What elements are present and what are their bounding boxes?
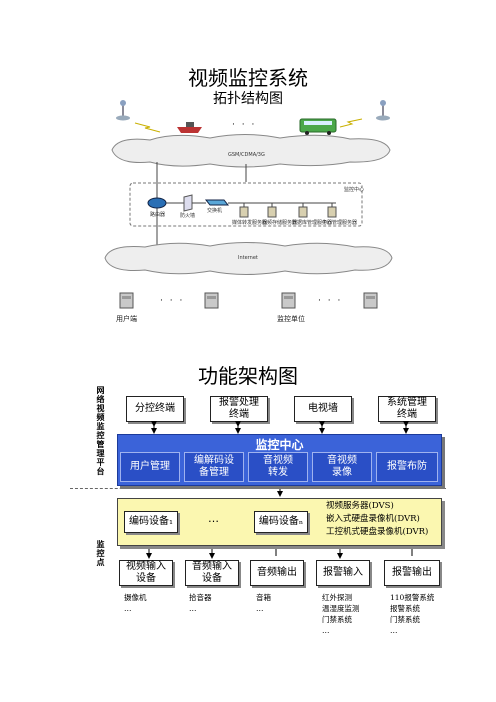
alarm-terminal: 报警处理 终端: [210, 396, 268, 422]
wireless-signal-icon: [134, 122, 161, 133]
module-av-recording: 音视频 录像: [312, 452, 372, 482]
monitor-center-area: [129, 182, 363, 227]
topology-diagram: [104, 100, 393, 309]
firewall-icon: [183, 194, 193, 212]
cloud-bottom-icon: [104, 242, 393, 275]
computer-icon: [281, 292, 296, 309]
encoder-device-1: 编码设备₁: [124, 511, 178, 533]
cloud-top-label: GSM/CDMA/3G: [228, 152, 265, 158]
monitor-center-label: 监控中心: [344, 187, 365, 193]
ellipsis-bottom-left: · · ·: [160, 296, 185, 306]
functional-title: 功能架构图: [198, 364, 298, 388]
module-alarm-arming: 报警布防: [376, 452, 438, 482]
note-alarm-input: 红外探测 温湿度监测 门禁系统 …: [322, 593, 360, 635]
topology-subtitle: 拓扑结构图: [213, 91, 283, 107]
platform-label: 网络视频监控管理平台: [96, 386, 106, 476]
bottom-left-label: 用户端: [116, 315, 137, 323]
audio-output: 音频输出: [250, 560, 304, 586]
alarm-input: 报警输入: [316, 560, 370, 586]
video-input-device: 视频输入 设备: [119, 560, 173, 586]
tv-wall: 电视墙: [294, 396, 352, 422]
module-user-management: 用户管理: [120, 452, 180, 482]
module-codec-management: 编解码设 备管理: [184, 452, 244, 482]
computer-icon: [204, 292, 219, 309]
sub-control-terminal: 分控终端: [126, 396, 184, 422]
bottom-right-label: 监控单位: [277, 315, 305, 323]
computer-icon: [363, 292, 378, 309]
firewall-label: 防火墙: [180, 213, 196, 219]
monitoring-point-label: 监控点: [96, 540, 106, 567]
encoder-types: 视频服务器(DVS) 嵌入式硬盘录像机(DVR) 工控机式硬盘录像机(DVR): [326, 501, 429, 537]
encoder-ellipsis: …: [208, 512, 219, 525]
note-video-input: 摄像机 …: [124, 593, 147, 613]
note-audio-input: 拾音器 …: [189, 593, 212, 613]
audio-input-device: 音频输入 设备: [185, 560, 239, 586]
bus-icon: [299, 118, 337, 135]
encoder-device-n: 编码设备ₙ: [254, 511, 308, 533]
note-audio-output: 音箱 …: [256, 593, 271, 613]
server-label-2: 视频存储服务器: [262, 220, 298, 226]
cloud-top-icon: [111, 134, 391, 168]
server-label-3: 数据库管理服务器: [292, 220, 333, 226]
monitor-center-title: 监控中心: [255, 438, 304, 452]
topology-title: 视频监控系统: [188, 66, 308, 90]
layer-separator: [70, 488, 446, 489]
switch-label: 交换机: [207, 208, 223, 214]
ellipsis-top: · · ·: [232, 120, 257, 130]
ellipsis-bottom-right: · · ·: [318, 296, 343, 306]
router-label: 路由器: [150, 212, 166, 218]
computer-icon: [119, 292, 134, 309]
cloud-bottom-label: Internet: [238, 255, 258, 261]
wireless-signal-icon: [339, 118, 363, 128]
switch-icon: [204, 199, 230, 206]
note-alarm-output: 110报警系统 报警系统 门禁系统 …: [390, 593, 435, 635]
alarm-output: 报警输出: [384, 560, 440, 586]
ship-icon: [177, 122, 202, 133]
server-label-1: 媒体转发服务器: [232, 220, 268, 226]
antenna-icon-right: [376, 100, 390, 121]
antenna-icon-left: [116, 100, 130, 121]
module-av-forwarding: 音视频 转发: [248, 452, 308, 482]
server-label-4: 中心管理服务器: [322, 220, 358, 226]
